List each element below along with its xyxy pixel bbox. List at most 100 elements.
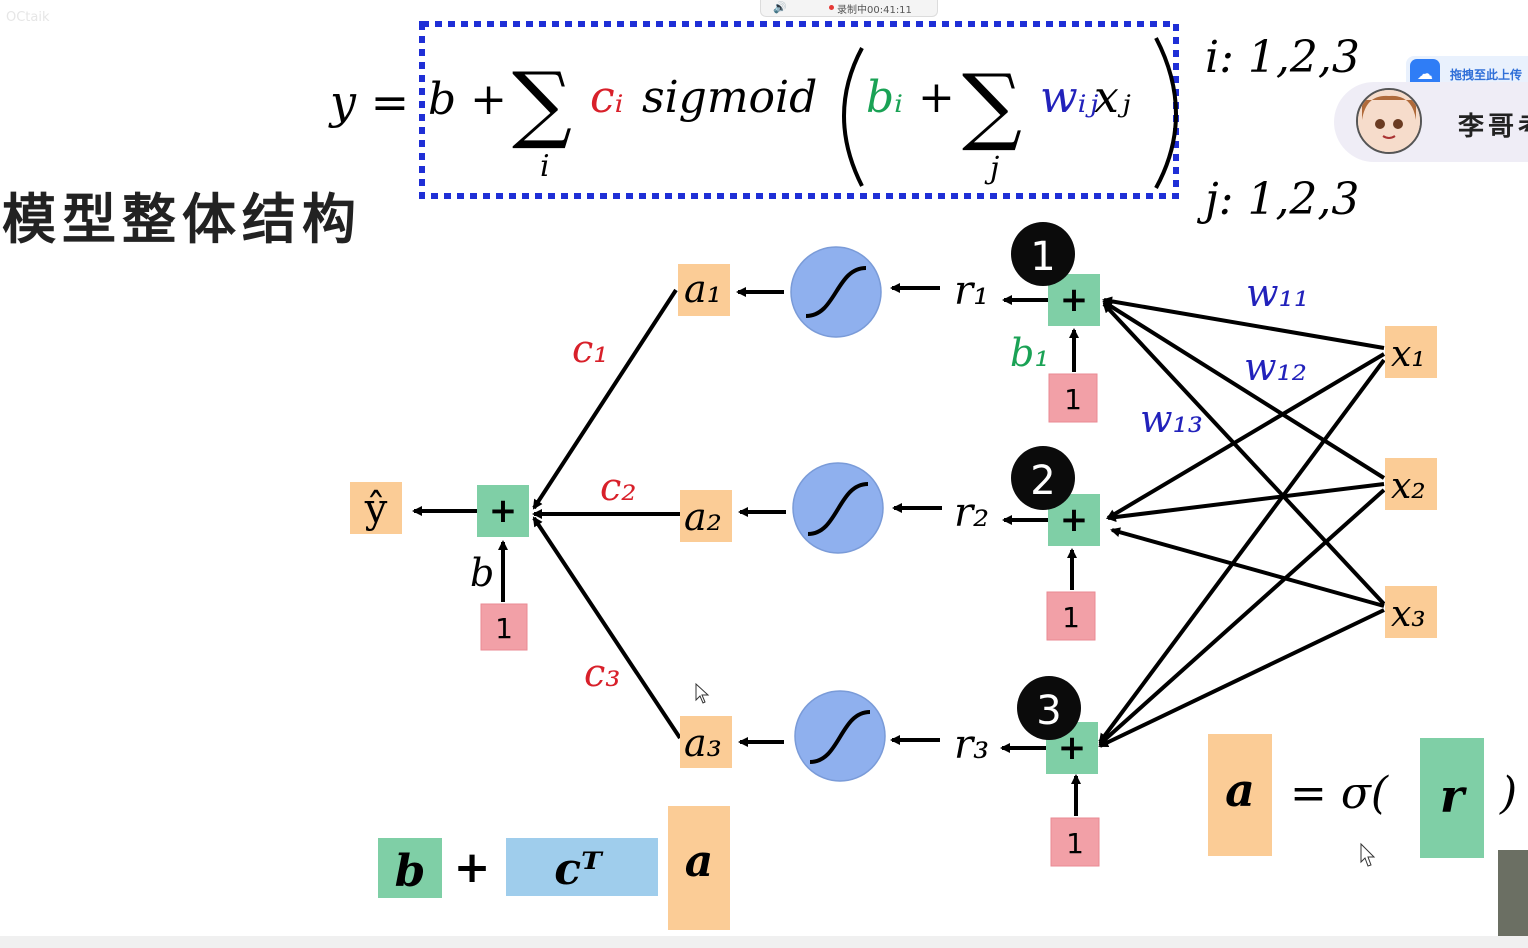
recording-timer: 录制中00:41:11 (837, 5, 912, 16)
c3-label: c₃ (584, 651, 621, 695)
formula-sum-i: ∑ (512, 54, 572, 152)
user-name: 李哥考 (1458, 112, 1528, 142)
c1-label: c₁ (572, 327, 609, 371)
vec-b-box (378, 838, 442, 898)
recording-dot-icon (829, 5, 834, 10)
edge-x3-p2 (1110, 527, 1385, 608)
formula-lhs: y = (328, 75, 409, 129)
edge-a3-final (532, 516, 682, 740)
formula-w-ij: wᵢⱼ (1040, 72, 1099, 123)
formula-j-range: j: 1,2,3 (1196, 174, 1359, 225)
avatar-face-icon (1358, 90, 1420, 152)
sigmoid-curve-2-icon (807, 482, 869, 536)
vec-cT-box (506, 838, 658, 896)
final-plus-label: + (489, 491, 518, 531)
y-hat-label: ŷ (364, 486, 388, 532)
badge-3 (1017, 676, 1081, 740)
node-a1-label: a₁ (684, 267, 722, 311)
b1-label: b₁ (1010, 331, 1050, 375)
edge-x2-p1 (1102, 300, 1386, 480)
node-a2-label: a₂ (684, 495, 722, 539)
diagram-title: 模型整体结构 (2, 188, 362, 251)
formula-sum-index-i: i (540, 149, 550, 184)
plus-node-2-label: + (1060, 500, 1089, 540)
edge-x3-p1 (1102, 302, 1386, 606)
edge-x1-p2 (1106, 352, 1386, 520)
badge-2-label: 2 (1030, 458, 1055, 504)
badge-1-label: 1 (1030, 234, 1055, 280)
c-labels: c₁ c₂ c₃ (572, 327, 637, 695)
bottom-toolbar (0, 936, 1528, 948)
w13-label: w₁₃ (1140, 397, 1203, 441)
act-close-paren: ) (1499, 768, 1517, 819)
formula-i-range: i: 1,2,3 (1205, 32, 1360, 83)
vec-a-label: a (685, 836, 714, 887)
edge-x1-p1 (1102, 296, 1385, 350)
a-nodes: a₁ a₂ a₃ (678, 264, 732, 768)
hidden-plus-nodes: + + + (1046, 274, 1100, 774)
edge-a1-final (532, 288, 678, 510)
formula-sigmoid: sigmoid (642, 72, 817, 123)
node-a3 (680, 716, 732, 768)
edge-x3-p3 (1098, 608, 1385, 748)
node-x3-label: x₃ (1391, 594, 1426, 635)
output-section: + 1 b ŷ (350, 482, 529, 651)
edge-x2-p3 (1098, 488, 1386, 746)
formula-plus: + (918, 72, 955, 123)
act-eq-sigma: = σ( (1290, 768, 1389, 819)
badge-2 (1011, 446, 1075, 510)
node-x1 (1385, 326, 1437, 378)
badge-3-label: 3 (1036, 688, 1061, 734)
plus-node-1-label: + (1060, 280, 1089, 320)
cursor-icon (695, 682, 710, 704)
vector-equation: b + cᵀ a (378, 806, 730, 930)
node-a1 (678, 264, 730, 316)
final-plus-node (477, 485, 529, 537)
r2-label: r₂ (954, 490, 989, 536)
one-node-2-label: 1 (1062, 601, 1080, 634)
formula-sum-index-j: j (984, 151, 999, 186)
formula-sum-j: ∑ (962, 56, 1022, 154)
node-x2-label: x₂ (1391, 466, 1426, 507)
act-r-box (1420, 738, 1484, 858)
final-one-label: 1 (495, 612, 513, 645)
sigmoid-nodes (790, 246, 886, 782)
edge-x1-p3 (1098, 358, 1386, 744)
badge-1 (1011, 222, 1075, 286)
cursor-icon-2 (1360, 842, 1376, 867)
vec-plus-label: + (454, 842, 491, 893)
activation-equation: a = σ( r ) (1208, 734, 1517, 858)
neuron-badges: 1 2 3 (1011, 222, 1081, 740)
avatar[interactable] (1356, 88, 1422, 154)
y-hat-node (350, 482, 402, 534)
node-x1-label: x₁ (1391, 334, 1426, 375)
one-node-1-label: 1 (1064, 383, 1082, 416)
act-a-label: a (1225, 763, 1255, 817)
formula-highlight-box (419, 21, 1179, 199)
hidden-labels: r₁ r₂ r₃ b₁ w₁₁ w₁₂ w₁₃ (954, 268, 1309, 768)
edges (412, 283, 1386, 816)
act-a-box (1208, 734, 1272, 856)
formula-paren-right (1154, 37, 1178, 189)
x-nodes: x₁ x₂ x₃ (1385, 326, 1437, 638)
formula-b: b + (428, 74, 507, 125)
vec-cT-label: cᵀ (554, 844, 604, 895)
formula-c-i: cᵢ (590, 72, 624, 123)
sigmoid-curve-1-icon (805, 266, 867, 318)
node-x3 (1385, 586, 1437, 638)
formula-paren-left (842, 47, 864, 187)
r1-label: r₁ (954, 268, 989, 314)
user-pill[interactable]: 李哥考 (1334, 82, 1528, 162)
video-thumbnail[interactable] (1498, 850, 1528, 948)
edge-x2-p2 (1106, 482, 1385, 522)
recording-bar[interactable]: 🔊 录制中00:41:11 (760, 0, 938, 17)
vec-a-box (668, 806, 730, 930)
hidden-one-nodes: 1 1 1 (1046, 373, 1100, 867)
vec-b-label: b (395, 846, 426, 897)
speaker-icon[interactable]: 🔊 (773, 1, 787, 14)
final-one-node (480, 603, 528, 651)
c2-label: c₂ (600, 465, 637, 509)
final-b-label: b (470, 551, 494, 595)
watermark: OCtaik (6, 10, 50, 25)
